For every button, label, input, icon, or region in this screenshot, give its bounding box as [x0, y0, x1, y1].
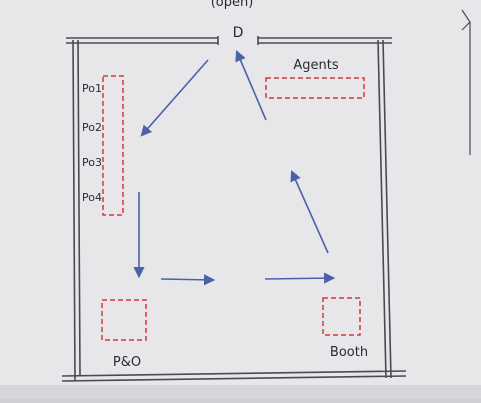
- counter-label: Po2: [82, 121, 102, 134]
- counters-column-box: [102, 75, 124, 216]
- booth-box: [322, 297, 361, 336]
- pro-box: [101, 299, 147, 341]
- flow-arrow-to-door: [235, 49, 267, 121]
- top-note: (open): [211, 0, 254, 10]
- counter-label: Po1: [82, 82, 102, 95]
- flow-arrow-to-booth-1: [160, 274, 216, 286]
- agents-desk-box: [265, 77, 365, 99]
- pro-label: P&O: [113, 355, 141, 370]
- flow-arrow-to-booth-2: [264, 272, 336, 284]
- door-label: D: [233, 25, 244, 41]
- paper-bottom-shade: [0, 385, 481, 399]
- counter-label: Po3: [82, 156, 102, 169]
- flow-arrow-up-right: [290, 169, 329, 254]
- booth-label: Booth: [330, 345, 368, 360]
- flow-arrows: [133, 49, 336, 286]
- flow-arrow-door-to-counters: [140, 59, 209, 137]
- agents-label: Agents: [293, 58, 338, 73]
- counter-label: Po4: [82, 191, 102, 204]
- room-walls: [61, 36, 407, 382]
